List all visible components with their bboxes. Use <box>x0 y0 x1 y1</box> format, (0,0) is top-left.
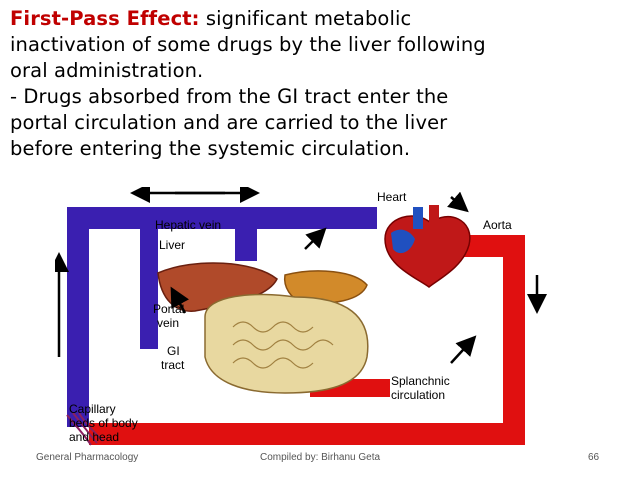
label-capillary-beds: beds of body <box>69 416 138 430</box>
definition-text: significant metabolic <box>199 7 412 30</box>
text-line-2: inactivation of some drugs by the liver … <box>10 33 486 56</box>
text-line-1: First-Pass Effect: significant metabolic <box>10 6 630 32</box>
hepatic-venous-vessel <box>235 229 257 261</box>
arrow-portal <box>170 286 189 314</box>
slide-text: First-Pass Effect: significant metabolic… <box>10 6 630 162</box>
label-capillary: Capillary <box>69 402 116 416</box>
label-gi: GI <box>167 344 180 358</box>
top-venous-vessel <box>67 207 377 229</box>
label-hepatic-vein: Hepatic vein <box>155 218 221 232</box>
text-line-5: portal circulation and are carried to th… <box>10 111 448 134</box>
label-splanchnic: Splanchnic <box>391 374 450 388</box>
intestines-shape <box>204 293 369 394</box>
label-aorta: Aorta <box>483 218 512 232</box>
arrow-to-aorta <box>447 191 469 213</box>
label-splanchnic-circulation: circulation <box>391 388 445 402</box>
label-gi-tract: tract <box>161 358 185 372</box>
label-liver: Liver <box>159 238 185 252</box>
text-line-4: - Drugs absorbed from the GI tract enter… <box>10 85 449 108</box>
left-venous-vessel <box>67 207 89 427</box>
text-line-3: oral administration. <box>10 59 204 82</box>
footer-page-number: 66 <box>588 452 600 463</box>
text-line-6: before entering the systemic circulation… <box>10 137 411 160</box>
arrow-hepatic <box>304 227 327 250</box>
stomach-shape <box>283 270 368 305</box>
venous-vessels <box>67 207 377 427</box>
flow-arrows <box>55 187 547 364</box>
arrow-splanchnic <box>450 335 477 364</box>
label-capillary-head: and head <box>69 430 119 444</box>
arterial-vessels <box>89 235 525 445</box>
label-portal-vein: vein <box>157 316 179 330</box>
footer-course: General Pharmacology <box>36 452 139 463</box>
intestine-coils <box>232 321 334 369</box>
heart-shape <box>384 205 471 288</box>
bottom-arterial-vessel <box>89 423 525 445</box>
label-portal: Portal <box>153 302 184 316</box>
footer-author: Compiled by: Birhanu Geta <box>260 452 381 463</box>
capillary-bed <box>66 412 104 446</box>
label-heart: Heart <box>377 190 407 204</box>
term-first-pass: First-Pass Effect: <box>10 7 200 30</box>
portal-venous-vessel <box>140 229 158 349</box>
circulation-diagram: Heart Aorta Hepatic vein Liver Portal ve… <box>55 187 547 446</box>
right-arterial-vessel <box>503 235 525 445</box>
